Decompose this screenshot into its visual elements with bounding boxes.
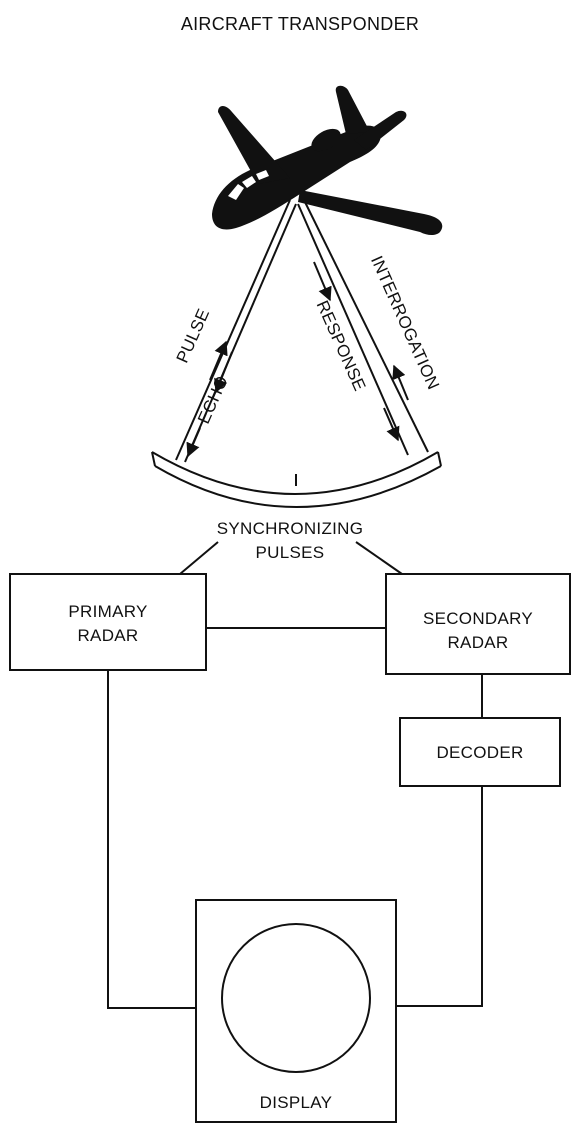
diagram-title: AIRCRAFT TRANSPONDER xyxy=(181,14,419,34)
primary-radar-box xyxy=(9,573,207,671)
decoder-label: DECODER xyxy=(436,743,523,762)
primary-radar-label-line2: RADAR xyxy=(77,626,138,645)
echo-path-line xyxy=(184,203,297,463)
interrogation-path-line xyxy=(303,199,429,453)
aircraft-icon xyxy=(212,85,443,235)
sync-line-primary xyxy=(179,541,219,575)
echo-arrow xyxy=(214,351,233,394)
pulse-arrow xyxy=(209,340,228,381)
display-box xyxy=(195,899,397,1123)
response-arrow xyxy=(313,261,332,302)
decoder-box xyxy=(399,717,561,787)
interrogation-label: INTERROGATION xyxy=(367,253,443,393)
display-screen-circle xyxy=(221,923,371,1073)
echo-label: ECHO xyxy=(194,373,232,427)
secondary-radar-box xyxy=(385,573,571,675)
sync-line-secondary xyxy=(355,541,403,575)
sync-label-line2: PULSES xyxy=(256,543,325,562)
aircraft-windows xyxy=(228,170,269,200)
sync-label-line1: SYNCHRONIZING xyxy=(217,519,364,538)
pulse-path-line xyxy=(175,199,291,461)
primary-radar-label-line1: PRIMARY xyxy=(68,602,147,621)
secondary-radar-label-line2: RADAR xyxy=(447,633,508,652)
response-path-line xyxy=(297,203,409,456)
decoder-display-line xyxy=(396,786,483,1007)
secondary-radar-label-line1: SECONDARY xyxy=(423,609,533,628)
response-arrow-lower xyxy=(383,407,400,442)
antenna-dish-icon xyxy=(151,451,442,508)
display-label: DISPLAY xyxy=(260,1093,333,1112)
primary-display-line xyxy=(107,670,196,1009)
interrogation-arrow xyxy=(392,364,409,401)
echo-arrow-lower xyxy=(186,427,201,458)
pulse-label: PULSE xyxy=(173,306,214,366)
